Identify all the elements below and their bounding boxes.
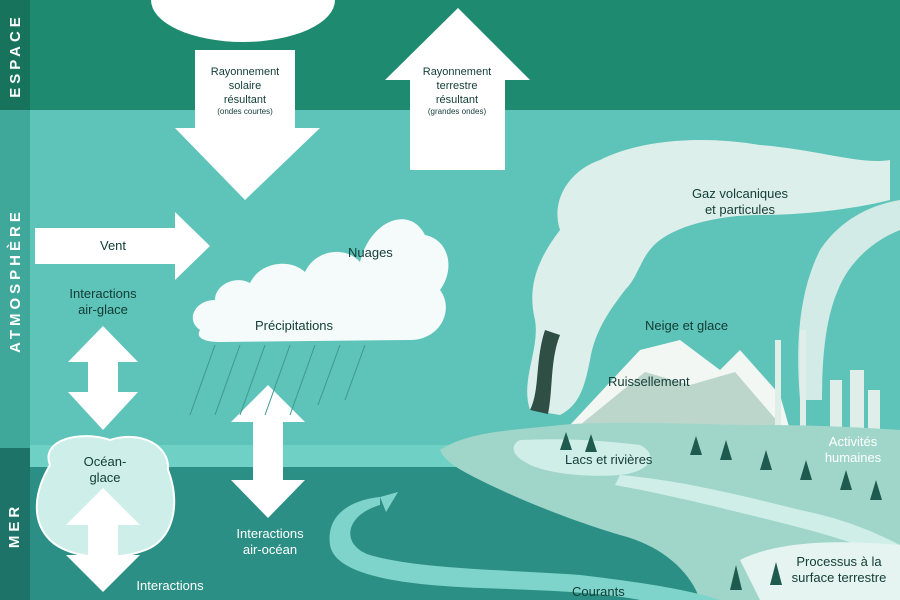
wind-label: Vent xyxy=(100,238,127,253)
sea-label-strip xyxy=(0,448,30,600)
human-activities-label: Activités humaines xyxy=(824,434,882,466)
precipitation-streaks xyxy=(189,344,366,416)
industrial-smoke xyxy=(798,200,900,400)
air-ice-label: Interactions air-glace xyxy=(69,286,137,318)
runoff-label: Ruissellement xyxy=(608,374,690,389)
zone-atmosphere-text: ATMOSPHÈRE xyxy=(6,207,24,353)
precipitation-label: Précipitations xyxy=(255,318,334,333)
air-ocean-label: Interactions air-océan xyxy=(236,526,304,558)
ocean-ice-label: Océan- glace xyxy=(83,454,127,486)
zone-label-sea: MER xyxy=(0,450,30,600)
zone-label-space: ESPACE xyxy=(0,0,30,110)
atmosphere-label-strip xyxy=(0,110,30,450)
zone-sea-text: MER xyxy=(6,502,24,548)
currents-label: Courants xyxy=(572,584,625,599)
volcanic-column xyxy=(530,330,560,414)
lakes xyxy=(513,439,651,476)
mountain-shadow xyxy=(580,372,785,430)
clouds-label: Nuages xyxy=(348,245,393,260)
volcanic-label: Gaz volcaniques et particules xyxy=(691,186,789,218)
lakes-rivers-label: Lacs et rivières xyxy=(565,452,653,467)
snow-ice-label: Neige et glace xyxy=(645,318,729,333)
sun-shape xyxy=(151,0,335,42)
cloud-shape xyxy=(192,219,449,342)
forest xyxy=(560,432,882,590)
land-processes-label: Processus à la surface terrestre xyxy=(791,554,887,586)
space-label-strip xyxy=(0,0,30,110)
solar-radiation-label: Rayonnement solaire résultant (ondes cou… xyxy=(210,66,280,117)
river xyxy=(615,475,900,560)
terrestrial-radiation-arrow xyxy=(385,8,530,170)
zone-label-atmosphere: ATMOSPHÈRE xyxy=(0,110,30,450)
ice-ocean-label: Interactions xyxy=(136,578,204,593)
ice-ocean-double-arrow xyxy=(66,488,140,592)
air-ocean-double-arrow xyxy=(231,385,305,518)
zone-space-text: ESPACE xyxy=(6,12,24,98)
solar-radiation-arrow xyxy=(175,50,320,200)
air-ice-double-arrow xyxy=(68,326,138,430)
ocean-current-head xyxy=(380,492,398,512)
ocean-current xyxy=(329,497,720,600)
snowy-land xyxy=(740,542,900,600)
terrestrial-radiation-label: Rayonnement terrestre résultant (grandes… xyxy=(422,66,492,117)
volcanic-plume xyxy=(527,140,890,415)
wind-arrow xyxy=(35,212,210,280)
industry-buildings xyxy=(775,330,880,430)
